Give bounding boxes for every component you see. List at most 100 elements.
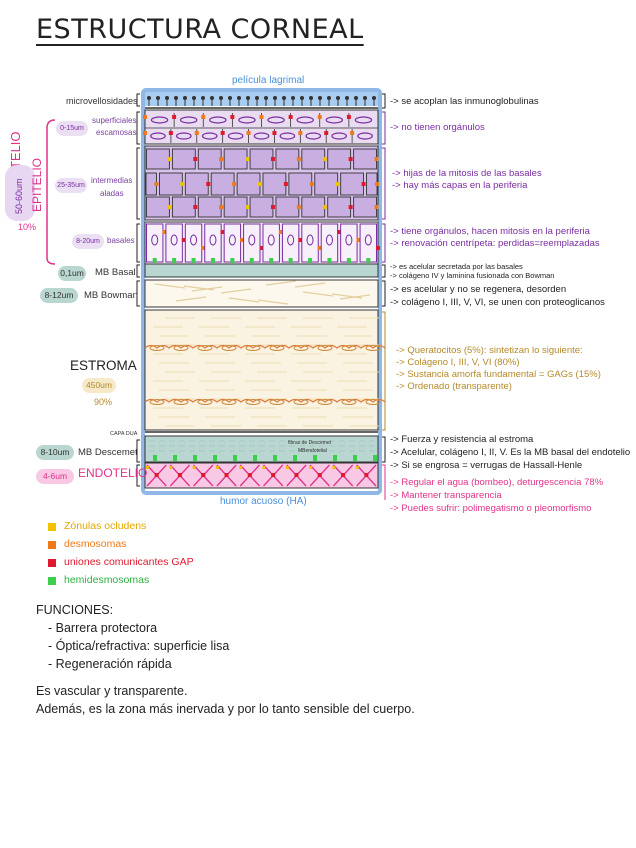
basal-bracket bbox=[136, 223, 140, 263]
right-bracket-2 bbox=[382, 111, 386, 145]
keratocyte bbox=[245, 399, 261, 405]
junction-marker bbox=[309, 182, 314, 186]
basal-cell bbox=[165, 223, 183, 263]
basal-cell-nucleus bbox=[345, 234, 353, 246]
microvilli-label: microvellosidades bbox=[66, 96, 138, 106]
keratocyte bbox=[221, 399, 237, 405]
junction-marker bbox=[240, 238, 245, 242]
keratocyte bbox=[341, 399, 357, 405]
microvillus-tip bbox=[264, 96, 268, 100]
hemidesmosome bbox=[273, 455, 277, 461]
keratocyte bbox=[341, 345, 357, 351]
microvillus-tip bbox=[354, 96, 358, 100]
superficial-label: superficiales bbox=[92, 116, 137, 125]
note-microvilli: -> se acoplan las inmunoglobulinas bbox=[390, 96, 539, 107]
junction-marker bbox=[356, 238, 361, 242]
note-stroma-1: -> Queratocitos (5%): sintetizan lo sigu… bbox=[396, 345, 583, 356]
legend-swatch-zonulas bbox=[48, 523, 56, 531]
endothelial-mb-label: MBendotelial bbox=[298, 448, 327, 454]
basal-cell-nucleus bbox=[325, 234, 333, 246]
footer-line-2: Además, es la zona más inervada y por lo… bbox=[36, 702, 415, 716]
hemidesmosome bbox=[353, 455, 357, 461]
gap-junction bbox=[224, 473, 229, 477]
junction-marker bbox=[337, 230, 342, 234]
basal-cell-nucleus bbox=[267, 234, 275, 246]
junction-marker bbox=[298, 131, 303, 135]
legend-swatch-desmosomas bbox=[48, 541, 56, 549]
intermediate-thickness-badge: 25-35um bbox=[55, 178, 87, 193]
right-bracket-5 bbox=[382, 264, 386, 278]
junction-marker bbox=[245, 205, 250, 209]
junction-marker bbox=[219, 205, 224, 209]
junction-marker bbox=[296, 157, 301, 161]
keratocyte bbox=[317, 399, 333, 405]
wing-cell bbox=[197, 196, 222, 218]
superficial-bracket bbox=[136, 111, 140, 145]
wing-cell bbox=[210, 172, 235, 196]
junction-marker bbox=[322, 205, 327, 209]
bowman-fiber bbox=[302, 291, 334, 297]
basal-cell-nucleus bbox=[170, 234, 178, 246]
junction-marker bbox=[324, 131, 329, 135]
squamous-cell-nucleus bbox=[325, 116, 344, 124]
keratocyte bbox=[293, 345, 309, 351]
basal-cell bbox=[243, 223, 261, 263]
right-bracket-3 bbox=[382, 147, 386, 220]
keratocyte bbox=[317, 345, 333, 351]
hemidesmosome bbox=[366, 258, 371, 263]
bowman-fiber bbox=[257, 299, 289, 305]
note-endothelium-3: -> Puedes sufrir: polimegatismo o pleomo… bbox=[390, 503, 592, 514]
basal-cell bbox=[281, 223, 300, 263]
bowman-bracket bbox=[136, 280, 140, 307]
right-bracket-8 bbox=[382, 436, 386, 463]
note-stroma-3: -> Sustancia amorfa fundamental = GAGs (… bbox=[396, 369, 601, 380]
junction-marker bbox=[219, 157, 224, 161]
descemet-label: MB Descemet bbox=[78, 447, 138, 458]
basal-membrane bbox=[144, 263, 379, 278]
zonula-occludens bbox=[285, 466, 289, 469]
legend-swatch-hemidesmosomas bbox=[48, 577, 56, 585]
wing-cell bbox=[184, 172, 209, 196]
junction-marker bbox=[246, 131, 251, 135]
microvillus-tip bbox=[201, 96, 205, 100]
basal-cell bbox=[223, 223, 242, 263]
keratocyte bbox=[269, 345, 285, 351]
junction-marker bbox=[298, 238, 303, 242]
bowman-fiber bbox=[183, 285, 215, 291]
junction-marker bbox=[193, 205, 198, 209]
footer-line-1: Es vascular y transparente. bbox=[36, 684, 188, 698]
junction-marker bbox=[317, 246, 322, 250]
hemidesmosome bbox=[288, 258, 293, 263]
zonula-occludens bbox=[192, 466, 196, 469]
gap-junction bbox=[364, 473, 369, 477]
stroma-layer bbox=[144, 309, 379, 431]
wing-cell bbox=[301, 148, 326, 170]
microvillus-tip bbox=[237, 96, 241, 100]
squamous-cell-nucleus bbox=[267, 116, 285, 124]
squamous-cell-nucleus bbox=[227, 132, 244, 140]
microvillus-tip bbox=[345, 96, 349, 100]
junction-marker bbox=[245, 157, 250, 161]
descemet-fibers-label: fibras de Descemet bbox=[288, 440, 332, 446]
microvillus-tip bbox=[165, 96, 169, 100]
basal-cell bbox=[204, 223, 222, 263]
microvilli-bracket bbox=[136, 93, 140, 107]
wing-cell bbox=[236, 172, 261, 196]
intermediate-bracket bbox=[136, 147, 140, 220]
zonula-occludens bbox=[215, 466, 219, 469]
junction-marker bbox=[143, 115, 147, 119]
microvillus-tip bbox=[318, 96, 322, 100]
junction-marker bbox=[230, 115, 235, 119]
junction-marker bbox=[374, 157, 379, 161]
legend-swatch-gap bbox=[48, 559, 56, 567]
microvillus-tip bbox=[192, 96, 196, 100]
keratocyte bbox=[365, 345, 381, 351]
epithelium-bracket bbox=[46, 119, 56, 265]
junction-marker bbox=[258, 182, 262, 186]
keratocyte bbox=[173, 399, 189, 405]
keratocyte bbox=[293, 399, 309, 405]
functions-heading: FUNCIONES: bbox=[36, 603, 114, 617]
junction-marker bbox=[168, 131, 173, 135]
note-endothelium-1: -> Regular el agua (bombeo), deturgescen… bbox=[390, 477, 604, 488]
note-basal-2: -> renovación centrípeta: perdidas=reemp… bbox=[390, 238, 600, 249]
